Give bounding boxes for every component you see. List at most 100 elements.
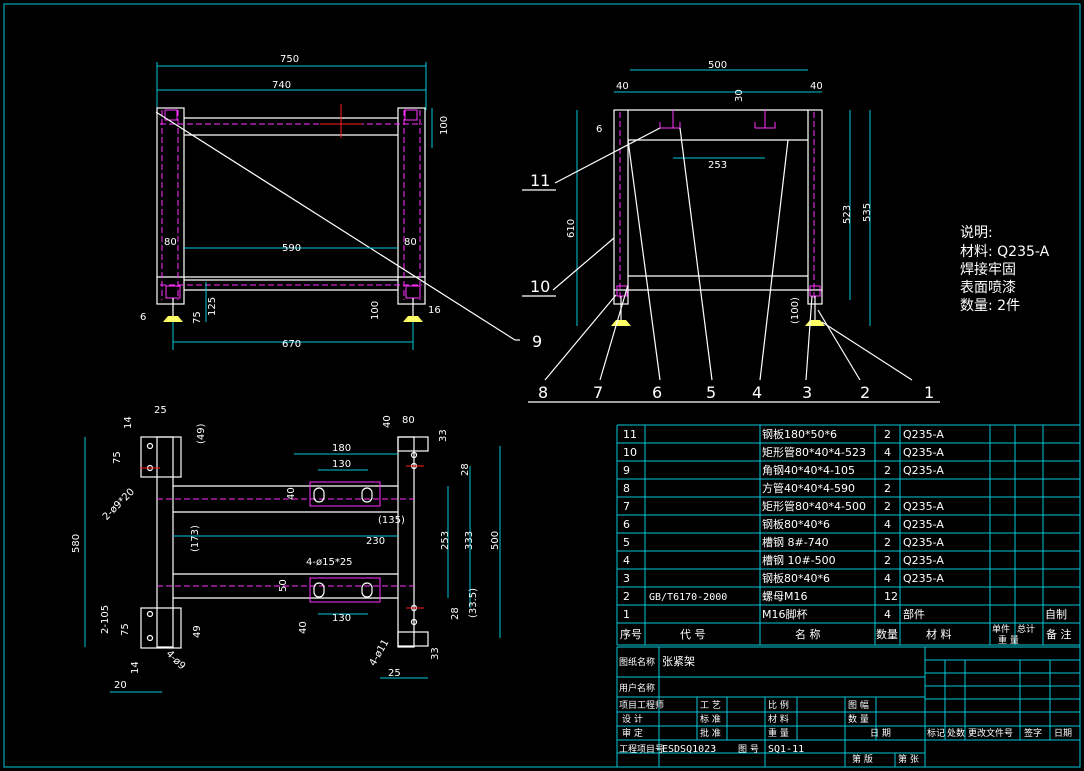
dim-500: 500 xyxy=(708,60,727,71)
bom-row-name: 矩形管80*40*4-500 xyxy=(762,499,866,513)
rev-date: 日期 xyxy=(1054,728,1072,739)
balloon-4: 4 xyxy=(752,383,762,402)
bom-row-code: GB/T6170-2000 xyxy=(649,592,727,603)
dim-80b: 80 xyxy=(404,237,417,248)
dim-6: 6 xyxy=(140,312,146,323)
bom-row-qty: 4 xyxy=(884,518,891,531)
bom-header-remark: 备 注 xyxy=(1046,627,1072,641)
dim-slot-4: 4-ø15*25 xyxy=(306,557,353,568)
bom-row-material: Q235-A xyxy=(903,446,944,459)
sheet-number-label: 第 张 xyxy=(898,753,919,765)
drawing-name: 张紧架 xyxy=(662,655,695,668)
bom-row-name: 方管40*40*4-590 xyxy=(762,481,855,495)
dim-253-plan: 253 xyxy=(440,531,451,550)
dim-253: 253 xyxy=(708,160,727,171)
dim-230: 230 xyxy=(366,536,385,547)
bom-row-qty: 2 xyxy=(884,554,891,567)
bom-row-no: 6 xyxy=(623,518,630,531)
weight-label: 重 量 xyxy=(768,727,789,739)
dim-16: 16 xyxy=(428,305,441,316)
bom-row-name: 钢板80*40*6 xyxy=(762,517,830,531)
bom-row-no: 11 xyxy=(623,428,637,441)
rev-place: 处数 xyxy=(947,727,965,739)
bom-row-qty: 12 xyxy=(884,590,898,603)
bom-row-name: 钢板80*40*6 xyxy=(762,571,830,585)
bom-row-material: 部件 xyxy=(903,607,925,621)
bom-row-name: 钢板180*50*6 xyxy=(762,427,837,441)
dim-130: 130 xyxy=(332,459,351,470)
bom-row-qty: 4 xyxy=(884,608,891,621)
dim-75: 75 xyxy=(112,451,123,464)
bom-row-no: 9 xyxy=(623,464,630,477)
side-view: 500 40 30 40 253 6 610 523 535 (100) xyxy=(544,60,913,381)
process-label: 工 艺 xyxy=(700,700,721,711)
bom-row-material: Q235-A xyxy=(903,428,944,441)
bom-row-qty: 2 xyxy=(884,536,891,549)
dim-125: 125 xyxy=(207,297,218,316)
dim-25: 25 xyxy=(154,405,167,416)
quantity-label: 数 量 xyxy=(848,713,869,725)
bom-row-qty: 2 xyxy=(884,482,891,495)
scale-label: 比 例 xyxy=(768,699,789,711)
bom-header-total: 总计 xyxy=(1017,623,1035,635)
bom-row-name: 螺母M16 xyxy=(762,590,808,603)
drawing-name-label: 图纸名称 xyxy=(619,656,655,668)
balloon-5: 5 xyxy=(706,383,716,402)
dim-173: (173) xyxy=(190,525,201,552)
sheet-border xyxy=(3,3,1081,768)
sheet-version-label: 第 版 xyxy=(852,753,873,765)
balloon-2: 2 xyxy=(860,383,870,402)
dim-590: 590 xyxy=(282,243,301,254)
notes-paint: 表面喷漆 xyxy=(960,280,1016,296)
dim-100: 100 xyxy=(439,116,450,135)
dim-2-105: 2-105 xyxy=(100,605,111,634)
date-label: 日 期 xyxy=(870,728,891,739)
bom-row-material: Q235-A xyxy=(903,464,944,477)
dim-28: 28 xyxy=(460,463,471,476)
dim-180: 180 xyxy=(332,443,351,454)
dim-610: 610 xyxy=(566,219,577,238)
bom-header-qty: 数量 xyxy=(876,628,898,641)
dim-28b: 28 xyxy=(450,607,461,620)
dim-25b: 25 xyxy=(388,668,401,679)
rev-sign: 签字 xyxy=(1024,727,1042,739)
bom-row-no: 3 xyxy=(623,572,630,585)
dim-40b: 40 xyxy=(810,81,823,92)
dim-523: 523 xyxy=(842,205,853,224)
approve-label: 批 准 xyxy=(700,727,721,739)
dim-100paren: (100) xyxy=(790,297,801,324)
bom-row-qty: 2 xyxy=(884,428,891,441)
notes-qty: 数量: 2件 xyxy=(960,298,1020,314)
dim-80a: 80 xyxy=(164,237,177,248)
dim-130b: 130 xyxy=(332,613,351,624)
rev-doc: 更改文件号 xyxy=(968,727,1013,739)
balloon-7: 7 xyxy=(593,383,603,402)
bom-row-qty: 2 xyxy=(884,500,891,513)
bom-row-material: Q235-A xyxy=(903,572,944,585)
dim-14b: 14 xyxy=(130,661,141,674)
bom-row-name: 槽钢 10#-500 xyxy=(762,554,836,567)
bom-header-unit: 单件 xyxy=(992,623,1010,635)
dim-670: 670 xyxy=(282,339,301,350)
bom-row-no: 1 xyxy=(623,608,630,621)
bom-header-no: 序号 xyxy=(620,627,642,641)
bom-row-no: 4 xyxy=(623,554,630,567)
dim-49paren: (49) xyxy=(196,423,207,444)
dim-14: 14 xyxy=(123,416,134,429)
bom-row-no: 5 xyxy=(623,536,630,549)
sheet-size-label: 图 幅 xyxy=(848,699,869,711)
bom-row-no: 2 xyxy=(623,590,630,603)
title-block: 图纸名称 张紧架 用户名称 项目工程师 设 计 审 定 工 艺 标 准 批 准 … xyxy=(616,646,1081,768)
standard-label: 标 准 xyxy=(700,713,721,725)
dim-6: 6 xyxy=(596,124,602,135)
dim-75b: 75 xyxy=(120,623,131,636)
project-no-label: 工程项目号 xyxy=(619,744,664,755)
bom-row-material: Q235-A xyxy=(903,554,944,567)
balloon-1: 1 xyxy=(924,383,934,402)
dim-50: 50 xyxy=(278,579,289,592)
dim-500-plan: 500 xyxy=(490,531,501,550)
bom-row-no: 8 xyxy=(623,482,630,495)
plan-view: 580 25 14 (49) 75 2-ø9*20 (173) 40 80 33… xyxy=(71,405,501,693)
balloon-9: 9 xyxy=(532,332,542,351)
